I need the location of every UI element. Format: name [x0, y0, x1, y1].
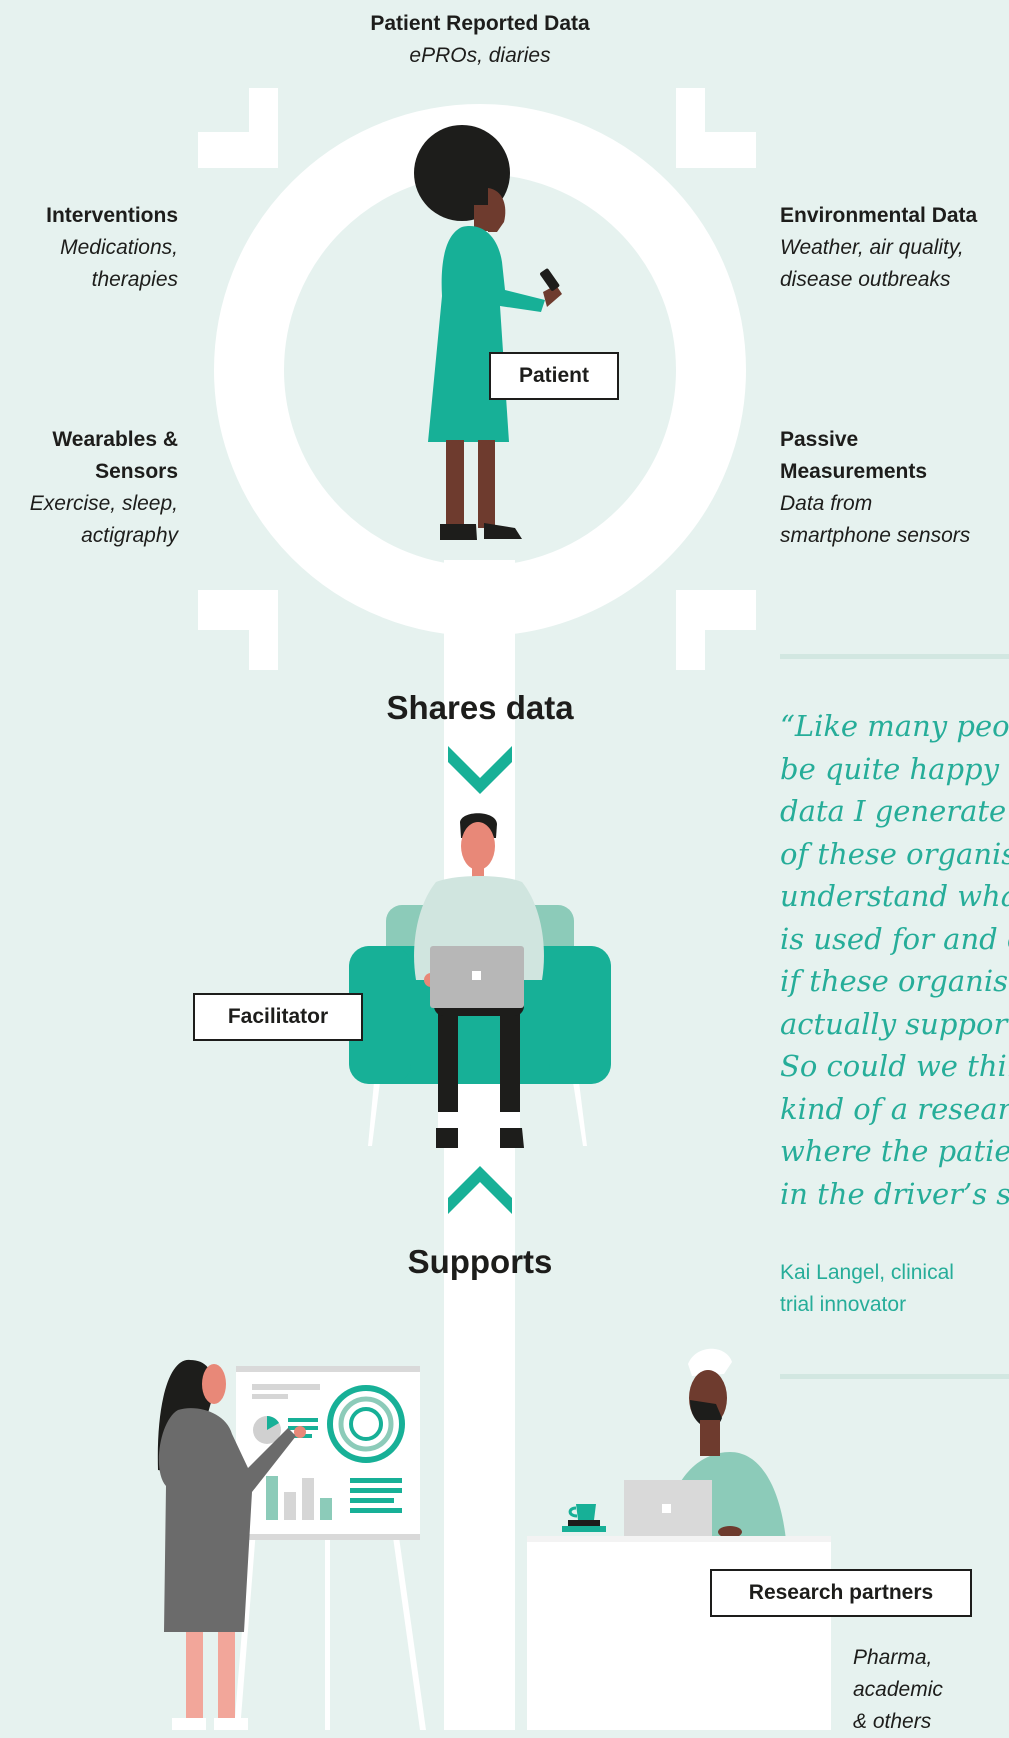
quote-divider-bottom: [780, 1374, 1009, 1379]
category-title-line: Wearables &: [52, 428, 178, 451]
phone-icon: [540, 268, 560, 291]
partners-note: Pharma, academic & others: [853, 1642, 1009, 1738]
bracket-bottom-left: [198, 590, 278, 670]
attribution-line: trial innovator: [780, 1293, 907, 1316]
patient-face: [488, 188, 506, 232]
patient-hand: [543, 285, 562, 307]
shares-data-heading: Shares data: [386, 689, 574, 726]
patient-shoe-left: [440, 524, 477, 540]
chair-arm-right: [549, 946, 611, 1084]
category-subtitle-line: therapies: [91, 268, 178, 291]
patient-illustration: [414, 125, 562, 540]
easel-leg-left: [234, 1530, 256, 1730]
quote-line: if these organisati: [780, 964, 1009, 998]
quote-line: is used for and esp: [780, 921, 1009, 956]
category-interventions: Interventions Medications, therapies: [0, 200, 178, 296]
category-title: Interventions: [46, 204, 178, 227]
patient-coat: [428, 225, 545, 442]
researcher-turban: [688, 1348, 732, 1376]
quote-divider-top: [780, 654, 1009, 659]
chevron-down-icon: [448, 746, 512, 794]
patient-leg-right: [478, 440, 495, 528]
category-subtitle-line: actigraphy: [81, 524, 178, 547]
category-subtitle-line: Exercise, sleep,: [29, 492, 178, 515]
category-title: Environmental Data: [780, 204, 978, 227]
category-environmental: Environmental Data Weather, air quality,…: [780, 200, 1009, 296]
chevron-up-icon: [448, 1166, 512, 1214]
quote-line: understand what t: [780, 879, 1009, 913]
category-passive: Passive Measurements Data from smartphon…: [780, 424, 1009, 552]
category-subtitle-line: Weather, air quality,: [780, 236, 964, 259]
category-title-line: Sensors: [95, 460, 178, 483]
category-subtitle-line: Data from: [780, 492, 873, 515]
patient-hair: [414, 125, 510, 221]
quote-line: actually support m: [780, 1006, 1009, 1041]
quote-line: be quite happy to s: [780, 751, 1009, 786]
board-bottom: [236, 1534, 420, 1540]
presenter-dress: [158, 1408, 296, 1632]
quote-line: data I generate wi: [780, 794, 1007, 828]
presenter-face: [202, 1364, 226, 1404]
board-top: [236, 1366, 420, 1372]
bracket-top-left: [198, 88, 278, 168]
quote-line: in the driver’s seat: [780, 1176, 1009, 1211]
board-donut: [327, 1385, 405, 1463]
chair-leg-left: [368, 1082, 380, 1146]
quote-line: of these organisati: [780, 836, 1009, 871]
laptop-icon: [430, 946, 524, 1008]
chair-arm-left: [349, 946, 411, 1084]
patient-shoe-right: [484, 523, 522, 539]
category-title-line: Passive: [780, 428, 859, 451]
desk: [527, 1536, 831, 1730]
quote-line: where the patient: [780, 1134, 1009, 1168]
partners-note-line: Pharma,: [853, 1646, 933, 1669]
category-subtitle-line: smartphone sensors: [780, 524, 971, 547]
category-patient-reported: Patient Reported Data ePROs, diaries: [300, 8, 660, 72]
category-wearables: Wearables & Sensors Exercise, sleep, act…: [0, 424, 178, 552]
quote-line: So could we think o: [780, 1049, 1009, 1083]
research-partner-illustration: [527, 1348, 831, 1730]
presenter-illustration: [157, 1359, 426, 1730]
easel-center-leg: [325, 1530, 330, 1730]
category-title: Patient Reported Data: [370, 12, 590, 35]
category-subtitle-line: disease outbreaks: [780, 268, 951, 291]
category-title-line: Measurements: [780, 460, 928, 483]
facilitator-pants-right: [500, 1002, 520, 1112]
category-subtitle: ePROs, diaries: [409, 44, 551, 67]
facilitator-sock-left: [438, 1112, 458, 1128]
quote-line: “Like many people: [780, 709, 1009, 743]
laptop-icon: [624, 1480, 712, 1536]
partners-note-line: & others: [853, 1710, 932, 1733]
bracket-top-right: [676, 88, 756, 168]
mug-icon: [562, 1504, 606, 1532]
partners-note-line: academic: [853, 1678, 943, 1701]
bracket-bottom-right: [676, 590, 756, 670]
facilitator-head: [461, 822, 495, 870]
quote-line: kind of a research p: [780, 1091, 1009, 1126]
patient-label: Patient: [489, 352, 619, 400]
facilitator-shoe-right: [500, 1128, 524, 1148]
chair-leg-right: [573, 1082, 587, 1146]
category-subtitle-line: Medications,: [60, 236, 178, 259]
presenter-leg-left: [186, 1632, 203, 1722]
easel-leg-right: [392, 1530, 426, 1730]
supports-heading: Supports: [407, 1243, 553, 1280]
patient-leg-left: [446, 440, 464, 528]
research-partners-label: Research partners: [710, 1569, 972, 1617]
presenter-leg-right: [218, 1632, 235, 1722]
facilitator-pants-left: [438, 1002, 458, 1112]
patient-neck: [474, 205, 492, 231]
quote-attribution: Kai Langel, clinical trial innovator: [780, 1257, 1009, 1321]
facilitator-label: Facilitator: [193, 993, 363, 1041]
attribution-line: Kai Langel, clinical: [780, 1261, 954, 1284]
facilitator-sock-right: [500, 1112, 520, 1128]
facilitator-shoe-left: [436, 1128, 458, 1148]
facilitator-illustration: [349, 813, 611, 1148]
quote-block: “Like many people be quite happy to s da…: [780, 705, 1009, 1215]
